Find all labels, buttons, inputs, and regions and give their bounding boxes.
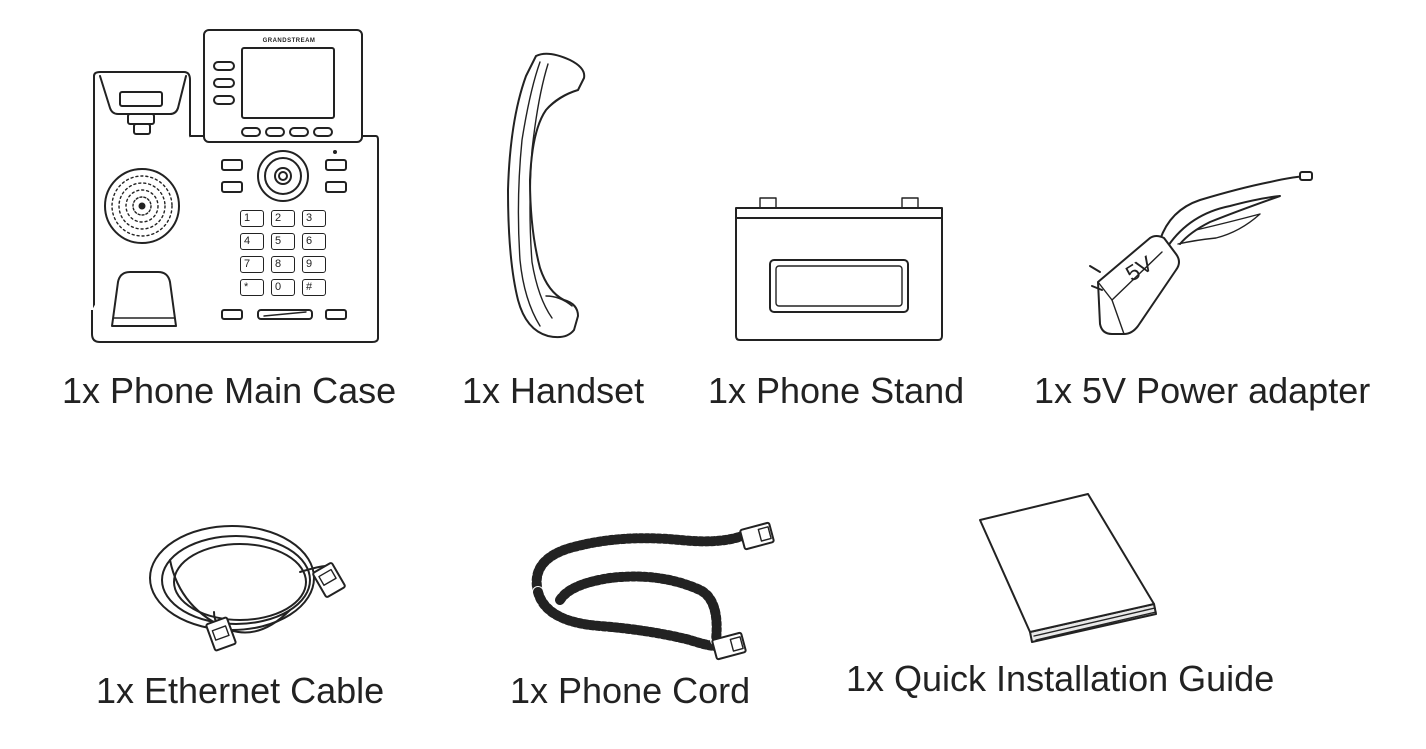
keypad-key: 2 <box>271 210 295 227</box>
handset-caption: 1x Handset <box>462 370 645 411</box>
keypad-key: 7 <box>240 256 264 273</box>
keypad-key: 0 <box>271 279 295 296</box>
keypad-key: 8 <box>271 256 295 273</box>
ethernet-cable-caption: 1x Ethernet Cable <box>96 670 385 711</box>
keypad-key: 9 <box>302 256 326 273</box>
keypad-key: 3 <box>302 210 326 227</box>
keypad-key: 5 <box>271 233 295 250</box>
keypad-key: 6 <box>302 233 326 250</box>
power-adapter-caption: 1x 5V Power adapter <box>1034 370 1371 411</box>
phone-cord-caption: 1x Phone Cord <box>510 670 751 711</box>
phone-stand-caption: 1x Phone Stand <box>708 370 965 411</box>
keypad-key: # <box>302 279 326 296</box>
keypad-key: * <box>240 279 264 296</box>
phone-main-case-caption: 1x Phone Main Case <box>62 370 397 411</box>
keypad-key: 4 <box>240 233 264 250</box>
keypad-key: 1 <box>240 210 264 227</box>
brand-logo: GRANDSTREAM <box>262 38 316 44</box>
quick-guide-caption: 1x Quick Installation Guide <box>846 658 1275 699</box>
